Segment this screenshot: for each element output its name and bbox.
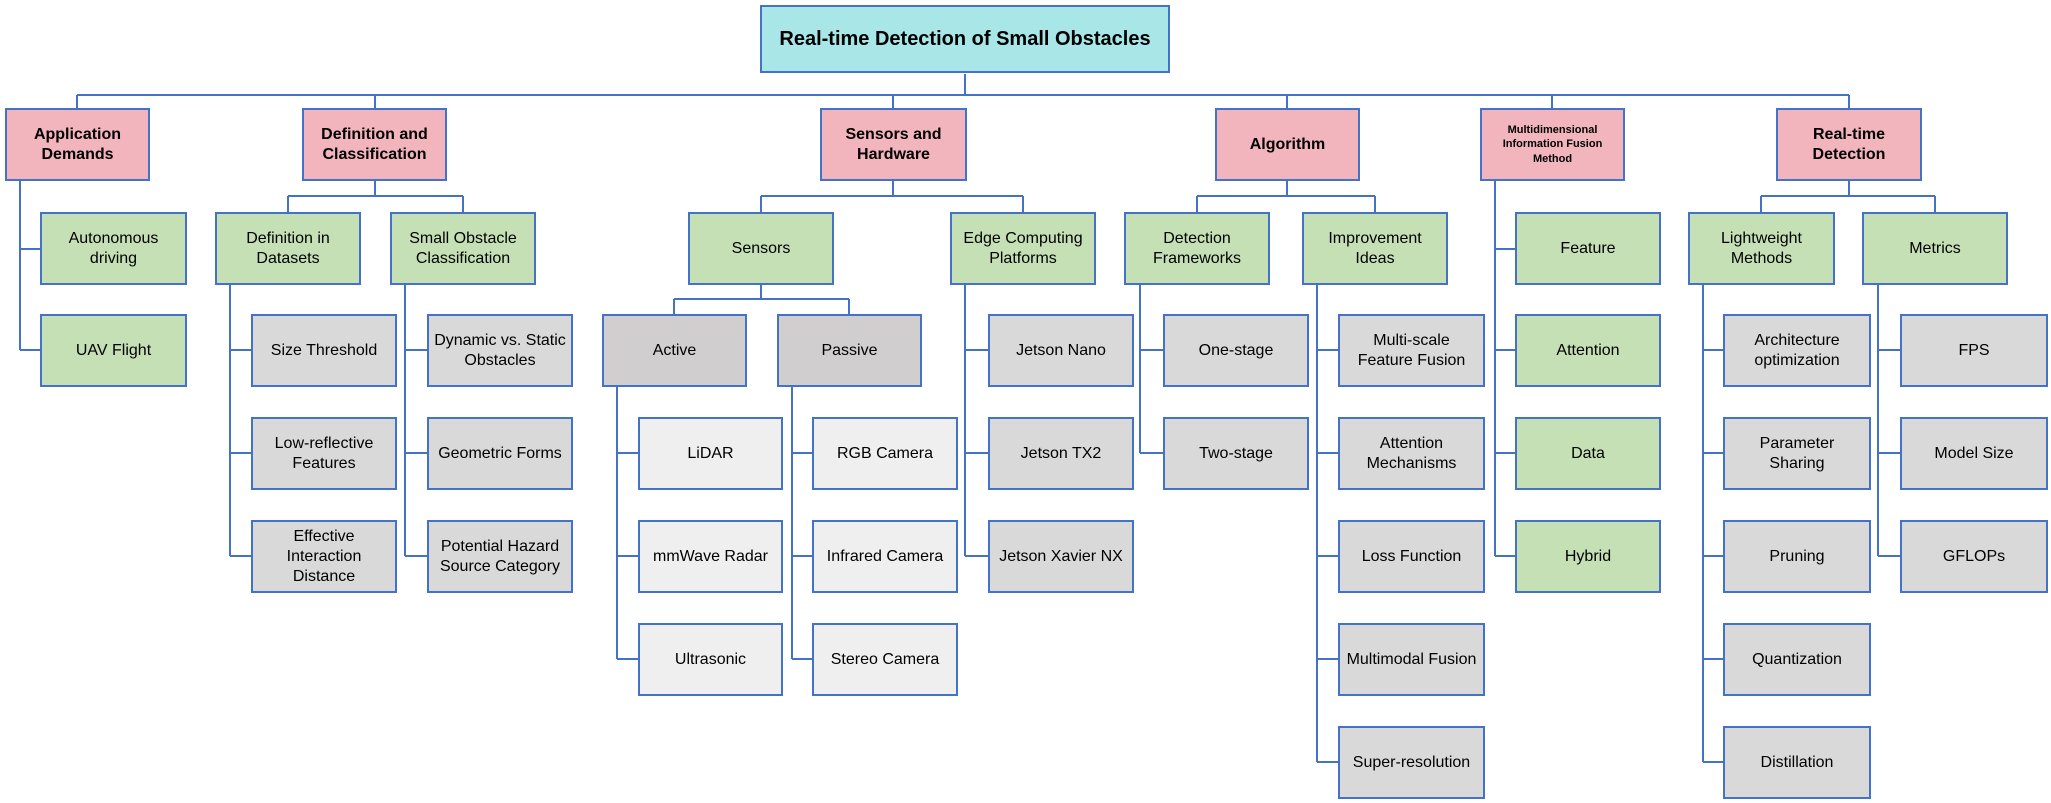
- node-quantization: Quantization: [1723, 623, 1871, 696]
- node-rgb-camera: RGB Camera: [812, 417, 958, 490]
- node-multimodal-fusion: Multimodal Fusion: [1338, 623, 1485, 696]
- node-super-resolution: Super-resolution: [1338, 726, 1485, 799]
- node-jetson-nano: Jetson Nano: [988, 314, 1134, 387]
- node-definition-in-datasets: Definition in Datasets: [215, 212, 361, 285]
- node-data-fusion: Data: [1515, 417, 1661, 490]
- node-pruning: Pruning: [1723, 520, 1871, 593]
- node-attention-fusion: Attention: [1515, 314, 1661, 387]
- node-model-size: Model Size: [1900, 417, 2048, 490]
- node-hybrid-fusion: Hybrid: [1515, 520, 1661, 593]
- node-jetson-tx2: Jetson TX2: [988, 417, 1134, 490]
- node-architecture-optimization: Architecture optimization: [1723, 314, 1871, 387]
- node-effective-interaction-distance: Effective Interaction Distance: [251, 520, 397, 593]
- node-active-sensors: Active: [602, 314, 747, 387]
- node-dynamic-vs-static-obstacles: Dynamic vs. Static Obstacles: [427, 314, 573, 387]
- node-potential-hazard-source-category: Potential Hazard Source Category: [427, 520, 573, 593]
- node-lidar: LiDAR: [638, 417, 783, 490]
- node-uav-flight: UAV Flight: [40, 314, 187, 387]
- node-edge-computing-platforms: Edge Computing Platforms: [950, 212, 1096, 285]
- node-root-title: Real-time Detection of Small Obstacles: [760, 5, 1170, 73]
- node-improvement-ideas: Improvement Ideas: [1302, 212, 1448, 285]
- node-application-demands: Application Demands: [5, 108, 150, 181]
- node-geometric-forms: Geometric Forms: [427, 417, 573, 490]
- node-algorithm: Algorithm: [1215, 108, 1360, 181]
- node-stereo-camera: Stereo Camera: [812, 623, 958, 696]
- node-multi-scale-feature-fusion: Multi-scale Feature Fusion: [1338, 314, 1485, 387]
- node-multidimensional-information-fusion-method: Multidimensional Information Fusion Meth…: [1480, 108, 1625, 181]
- node-feature-fusion: Feature: [1515, 212, 1661, 285]
- node-attention-mechanisms: Attention Mechanisms: [1338, 417, 1485, 490]
- node-mmwave-radar: mmWave Radar: [638, 520, 783, 593]
- node-passive-sensors: Passive: [777, 314, 922, 387]
- node-sensors: Sensors: [688, 212, 834, 285]
- node-definition-and-classification: Definition and Classification: [302, 108, 447, 181]
- node-infrared-camera: Infrared Camera: [812, 520, 958, 593]
- node-ultrasonic: Ultrasonic: [638, 623, 783, 696]
- node-metrics: Metrics: [1862, 212, 2008, 285]
- node-jetson-xavier-nx: Jetson Xavier NX: [988, 520, 1134, 593]
- node-detection-frameworks: Detection Frameworks: [1124, 212, 1270, 285]
- node-loss-function: Loss Function: [1338, 520, 1485, 593]
- node-fps: FPS: [1900, 314, 2048, 387]
- node-small-obstacle-classification: Small Obstacle Classification: [390, 212, 536, 285]
- node-gflops: GFLOPs: [1900, 520, 2048, 593]
- node-distillation: Distillation: [1723, 726, 1871, 799]
- node-parameter-sharing: Parameter Sharing: [1723, 417, 1871, 490]
- node-one-stage: One-stage: [1163, 314, 1309, 387]
- node-size-threshold: Size Threshold: [251, 314, 397, 387]
- node-sensors-and-hardware: Sensors and Hardware: [820, 108, 967, 181]
- node-real-time-detection: Real-time Detection: [1776, 108, 1922, 181]
- node-autonomous-driving: Autonomous driving: [40, 212, 187, 285]
- node-lightweight-methods: Lightweight Methods: [1688, 212, 1835, 285]
- node-low-reflective-features: Low-reflective Features: [251, 417, 397, 490]
- node-two-stage: Two-stage: [1163, 417, 1309, 490]
